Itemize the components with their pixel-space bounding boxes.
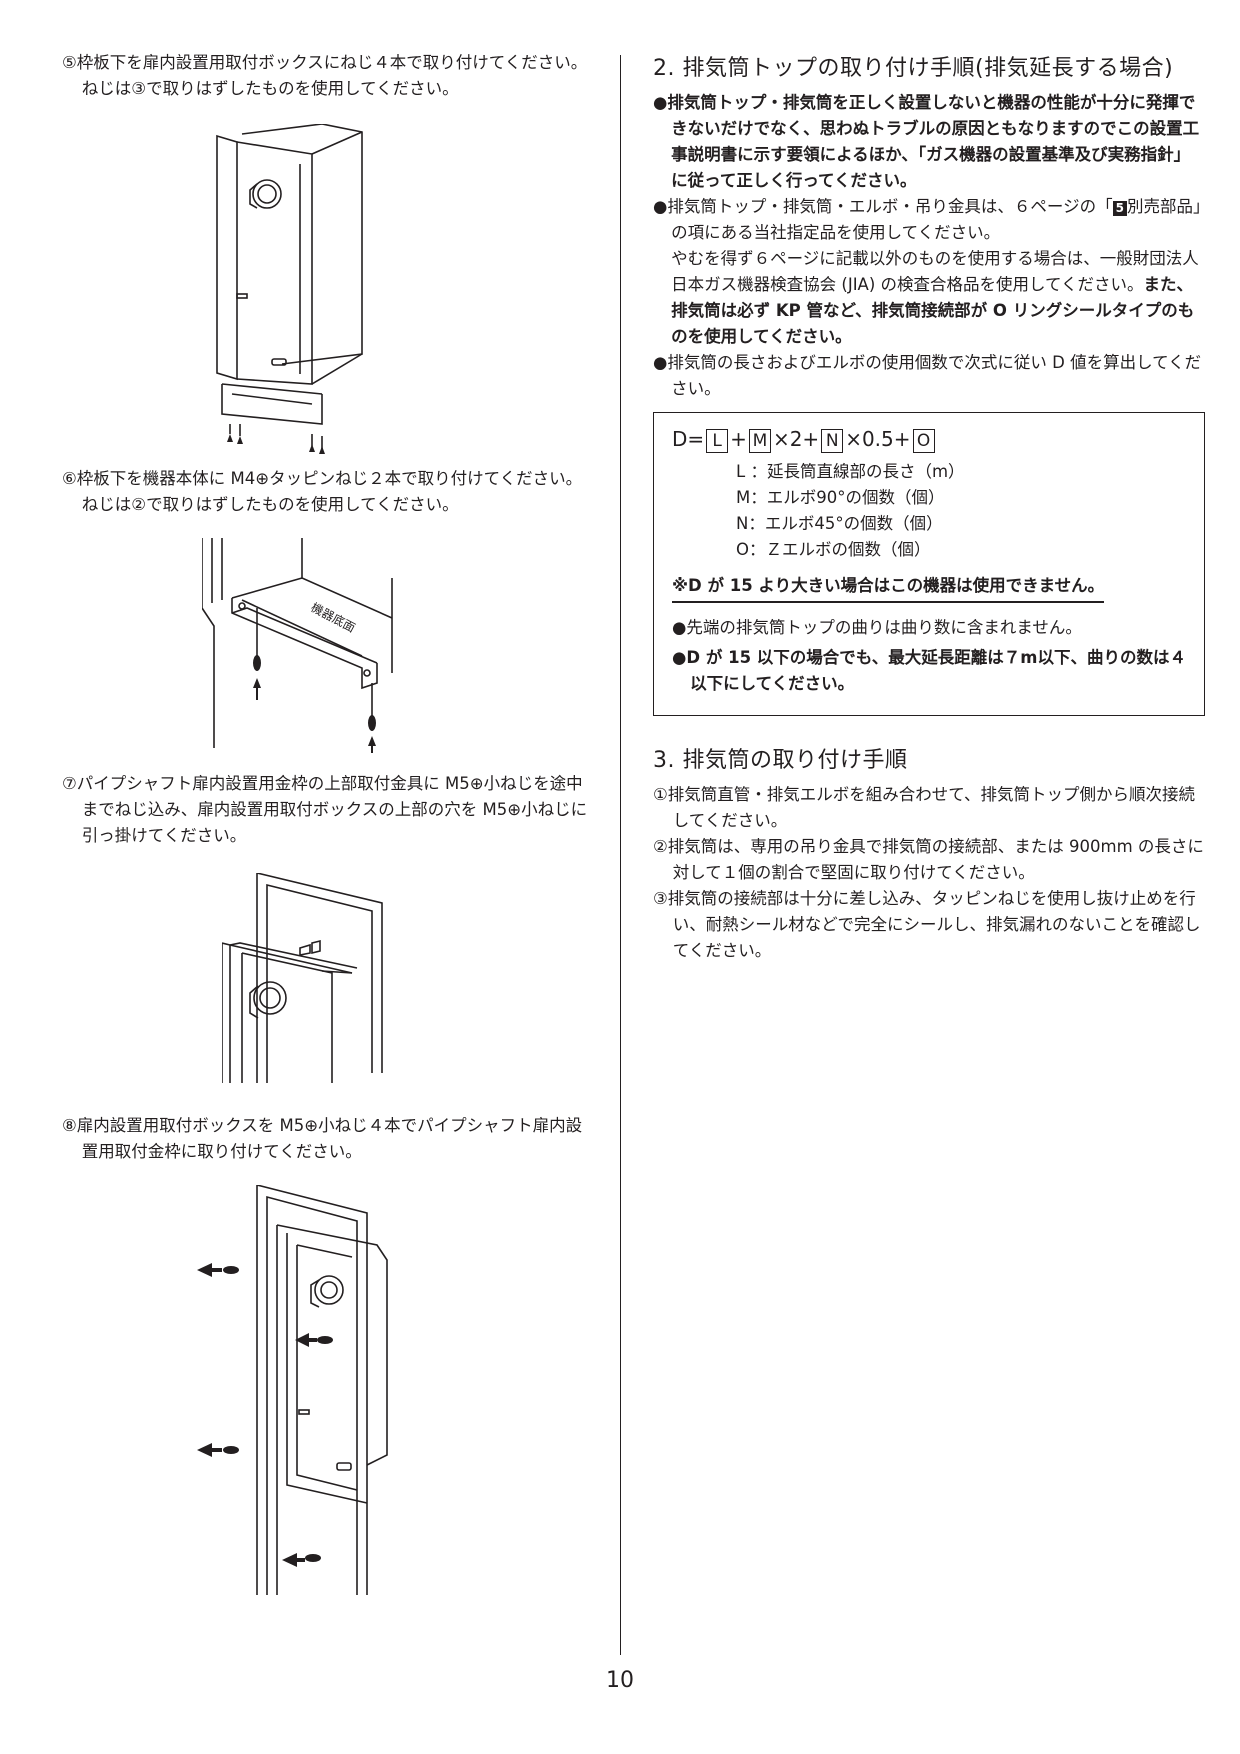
page-number: 10	[606, 1668, 634, 1693]
step-8-text: ⑧扉内設置用取付ボックスを M5⊕小ねじ４本でパイプシャフト扉内設置用取付金枠に…	[62, 1116, 583, 1161]
section-3-step-2: ②排気筒は、専用の吊り金具で排気筒の接続部、または 900mm の長さに対して１…	[653, 837, 1204, 882]
unit-bottom-illustration: 機器底面	[202, 538, 393, 753]
step-7-text: ⑦パイプシャフト扉内設置用金枠の上部取付金具に M5⊕小ねじを途中までねじ込み、…	[62, 774, 588, 845]
section-number-badge: 5	[1112, 201, 1127, 216]
screw-arrows	[197, 1263, 333, 1567]
legend-N: N：エルボ45°の個数（個）	[736, 514, 943, 533]
bullet-2-post: 別売部品」の項にある当社指定品を使用してください。	[671, 197, 1202, 242]
d-value-formula: D=L+M×2+N×0.5+O	[672, 427, 1186, 453]
note-1: ●先端の排気筒トップの曲りは曲り数に含まれません。	[672, 618, 1082, 637]
frame-hanging-illustration	[222, 873, 383, 1083]
note-2: ●D が 15 以下の場合でも、最大延長距離は７m以下、曲りの数は４以下にしてく…	[672, 648, 1186, 693]
bullet-2-pre: ●排気筒トップ・排気筒・エルボ・吊り金具は、６ページの「	[653, 197, 1113, 216]
legend-M: M：エルボ90°の個数（個）	[736, 488, 945, 507]
section-3-heading: 3. 排気筒の取り付け手順	[653, 748, 908, 773]
figure-step-5	[212, 124, 392, 454]
figure-step-6: 機器底面	[202, 538, 422, 753]
legend-O: O：Ｚエルボの個数（個）	[736, 540, 931, 559]
bullet-3: ●排気筒の長さおよびエルボの使用個数で次式に従い D 値を算出してください。	[653, 353, 1202, 398]
formula-times05: ×0.5+	[845, 427, 911, 451]
figure-step-7	[222, 873, 412, 1083]
formula-times2: ×2+	[772, 427, 820, 451]
formula-plus: +	[730, 427, 747, 451]
formula-O-box: O	[912, 429, 935, 453]
formula-box: D=L+M×2+N×0.5+O L ：延長筒直線部の長さ（m） M：エルボ90°…	[653, 412, 1205, 716]
step-5-text: ⑤枠板下を扉内設置用取付ボックスにねじ４本で取り付けてください。ねじは③で取りは…	[62, 53, 588, 98]
figure-step-8	[187, 1185, 447, 1595]
section-2-heading: 2. 排気筒トップの取り付け手順(排気延長する場合)	[653, 56, 1174, 81]
unit-bottom-label: 機器底面	[309, 599, 358, 635]
column-divider	[620, 55, 621, 1655]
bullet-2-continued: やむを得ず６ページに記載以外のものを使用する場合は、一般財団法人日本ガス機器検査…	[653, 246, 1205, 350]
step-6-text: ⑥枠板下を機器本体に M4⊕タッピンねじ２本で取り付けてください。ねじは②で取り…	[62, 469, 583, 514]
formula-L-box: L	[706, 429, 729, 453]
formula-N-box: N	[821, 429, 844, 453]
d-limit-warning: ※D が 15 より大きい場合はこの機器は使用できません。	[672, 573, 1105, 603]
left-column: ⑤枠板下を扉内設置用取付ボックスにねじ４本で取り付けてください。ねじは③で取りは…	[62, 50, 598, 1595]
formula-d: D=	[672, 427, 705, 451]
unit-box-with-frame-illustration	[216, 124, 363, 454]
formula-M-box: M	[748, 429, 771, 453]
bullet-1: ●排気筒トップ・排気筒を正しく設置しないと機器の性能が十分に発揮できないだけでな…	[653, 93, 1200, 190]
section-3-step-3: ③排気筒の接続部は十分に差し込み、タッピンねじを使用し抜け止めを行い、耐熱シール…	[653, 889, 1201, 960]
legend-L: L ：延長筒直線部の長さ（m）	[736, 462, 965, 481]
frame-screw-mount-illustration	[197, 1185, 388, 1595]
bullet-2-cont: やむを得ず６ページに記載以外のものを使用する場合は、一般財団法人日本ガス機器検査…	[671, 249, 1199, 294]
bullet-2-bold: また、排気筒は必ず KP 管など、排気筒接続部が O リングシールタイプのものを…	[671, 275, 1195, 346]
right-column: 2. 排気筒トップの取り付け手順(排気延長する場合) ●排気筒トップ・排気筒を正…	[653, 50, 1205, 964]
section-3-step-1: ①排気筒直管・排気エルボを組み合わせて、排気筒トップ側から順次接続してください。	[653, 785, 1195, 830]
